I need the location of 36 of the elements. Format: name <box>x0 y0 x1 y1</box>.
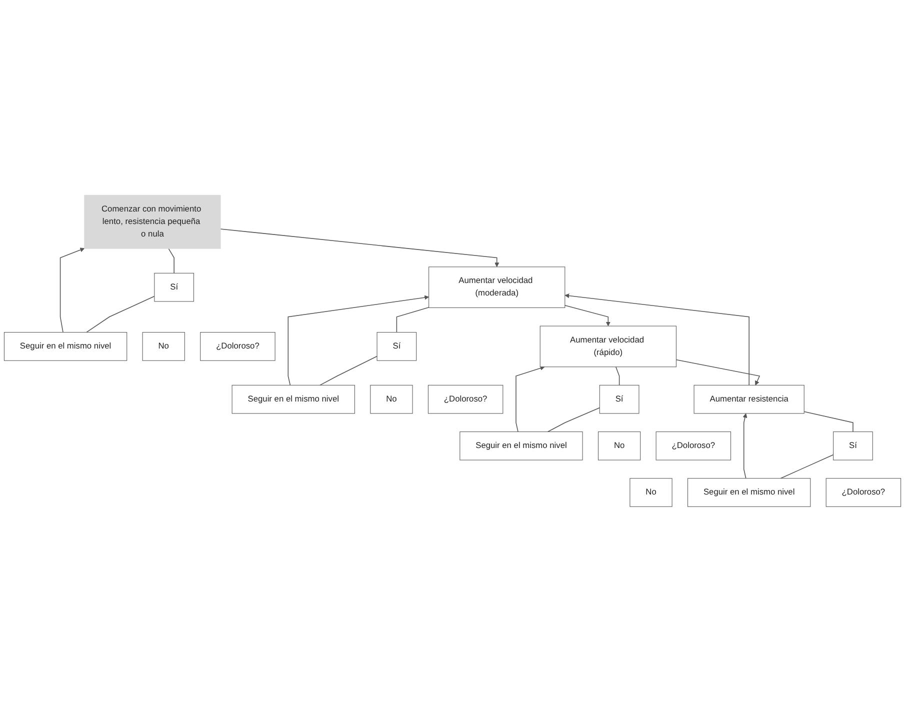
arrow <box>564 293 750 386</box>
connector <box>86 296 155 332</box>
arrow <box>60 247 85 332</box>
node-box: Aumentar velocidad (moderada) <box>428 266 566 308</box>
node-box: Sí <box>154 272 194 302</box>
node-box: Sí <box>376 332 417 360</box>
connector <box>780 454 834 478</box>
connector <box>168 248 174 274</box>
node-box: Comenzar con movimiento lento, resistencia pequeña o nula <box>84 194 221 248</box>
node-box: ¿Doloroso? <box>826 478 902 506</box>
node-box: ¿Doloroso? <box>656 431 732 460</box>
connector <box>320 355 378 386</box>
arrow <box>742 412 748 478</box>
node-box: No <box>142 332 185 360</box>
node-box: ¿Doloroso? <box>200 332 276 360</box>
node-box: Seguir en el mismo nivel <box>232 384 355 414</box>
connector <box>396 306 430 332</box>
node-box: Aumentar velocidad (rápido) <box>540 325 676 367</box>
node-box: Sí <box>833 431 873 460</box>
node-box: Seguir en el mismo nivel <box>4 332 128 360</box>
connector <box>547 406 600 432</box>
arrow <box>220 228 500 267</box>
arrow <box>288 294 430 386</box>
connector <box>615 366 620 386</box>
arrow <box>564 304 610 326</box>
connector <box>804 410 854 432</box>
node-box: Seguir en el mismo nivel <box>460 431 583 460</box>
node-box: No <box>598 431 641 460</box>
node-box: No <box>370 384 413 414</box>
node-box: Sí <box>599 384 640 414</box>
node-box: Aumentar resistencia <box>694 384 804 414</box>
arrow <box>516 366 545 432</box>
node-box: ¿Doloroso? <box>428 384 504 414</box>
node-box: No <box>630 478 672 506</box>
node-box: Seguir en el mismo nivel <box>688 478 811 506</box>
arrow <box>676 358 760 385</box>
